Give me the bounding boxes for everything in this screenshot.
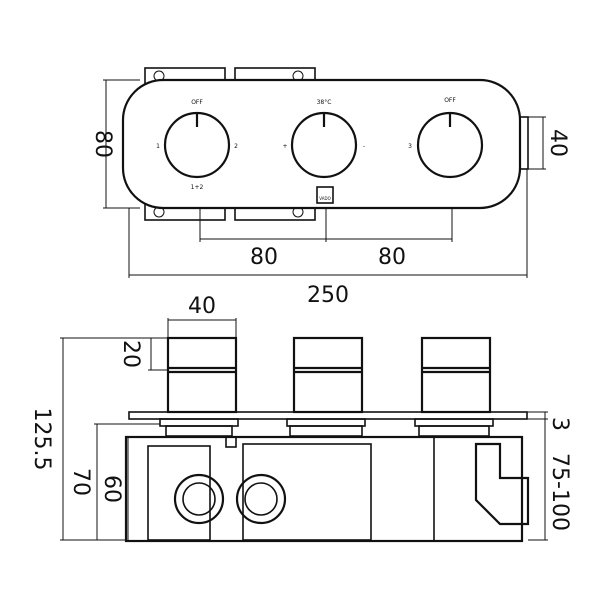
valve-body [124,435,524,543]
dim-label-depth: 40 [545,129,570,157]
dim-label-inner-depth: 60 [99,475,124,503]
dim-label-handle-width: 40 [188,294,216,319]
logo-badge [316,186,334,204]
collar [286,418,366,427]
front-view: OFF 1 2 1+2 38°C + - OFF 3 VADO 80 [90,67,570,308]
dim-label-spacing-2: 80 [378,245,406,270]
dim-label-body-depth: 70 [68,468,93,496]
inlet-pipe-inner [182,482,216,516]
inlet-pipe-outer [173,473,225,525]
inlet-pipe-outer [235,473,287,525]
handle-body [292,336,364,414]
knob-2: 38°C + - [282,99,365,179]
outlet-elbow [474,442,530,526]
dim-label-handle-height: 20 [118,340,143,368]
side-outlet [519,116,529,170]
logo-text: VADO [319,196,330,201]
knob-1: OFF 1 2 1+2 [156,99,238,191]
dim-label-width: 250 [307,283,349,308]
knob-label-bottom: 1+2 [191,184,204,191]
handle-3 [420,336,492,414]
knob-label-top: OFF [444,97,456,104]
knob-label-right: - [363,143,365,150]
knob-label-left: + [282,143,287,150]
knob-label-left: 1 [156,143,160,150]
collar-stem [165,425,233,437]
side-view: 40 20 125.5 70 60 3 75-100 [29,294,572,543]
handle-body [166,336,238,414]
handle-2 [292,336,364,414]
dim-label-overall: 125.5 [29,408,54,471]
knob-3: OFF 3 [408,97,484,179]
dim-label-spacing-1: 80 [250,245,278,270]
handle-body [420,336,492,414]
collar [159,418,239,427]
knob-label-top: OFF [191,99,203,106]
collar [414,418,494,427]
body-cavity-left [147,445,211,541]
collar-stem [418,425,490,437]
knob-label-left: 3 [408,143,412,150]
inlet-pipe-inner [244,482,278,516]
collar-stem [289,425,363,437]
dim-label-wall-range: 75-100 [547,453,572,531]
handle-1 [166,336,238,414]
dim-label-plate: 3 [547,417,572,431]
body-tab [225,436,237,448]
dim-label-height: 80 [90,130,115,158]
body-cavity-center [242,443,372,541]
knob-label-right: 2 [234,143,238,150]
knob-label-top: 38°C [317,99,332,106]
